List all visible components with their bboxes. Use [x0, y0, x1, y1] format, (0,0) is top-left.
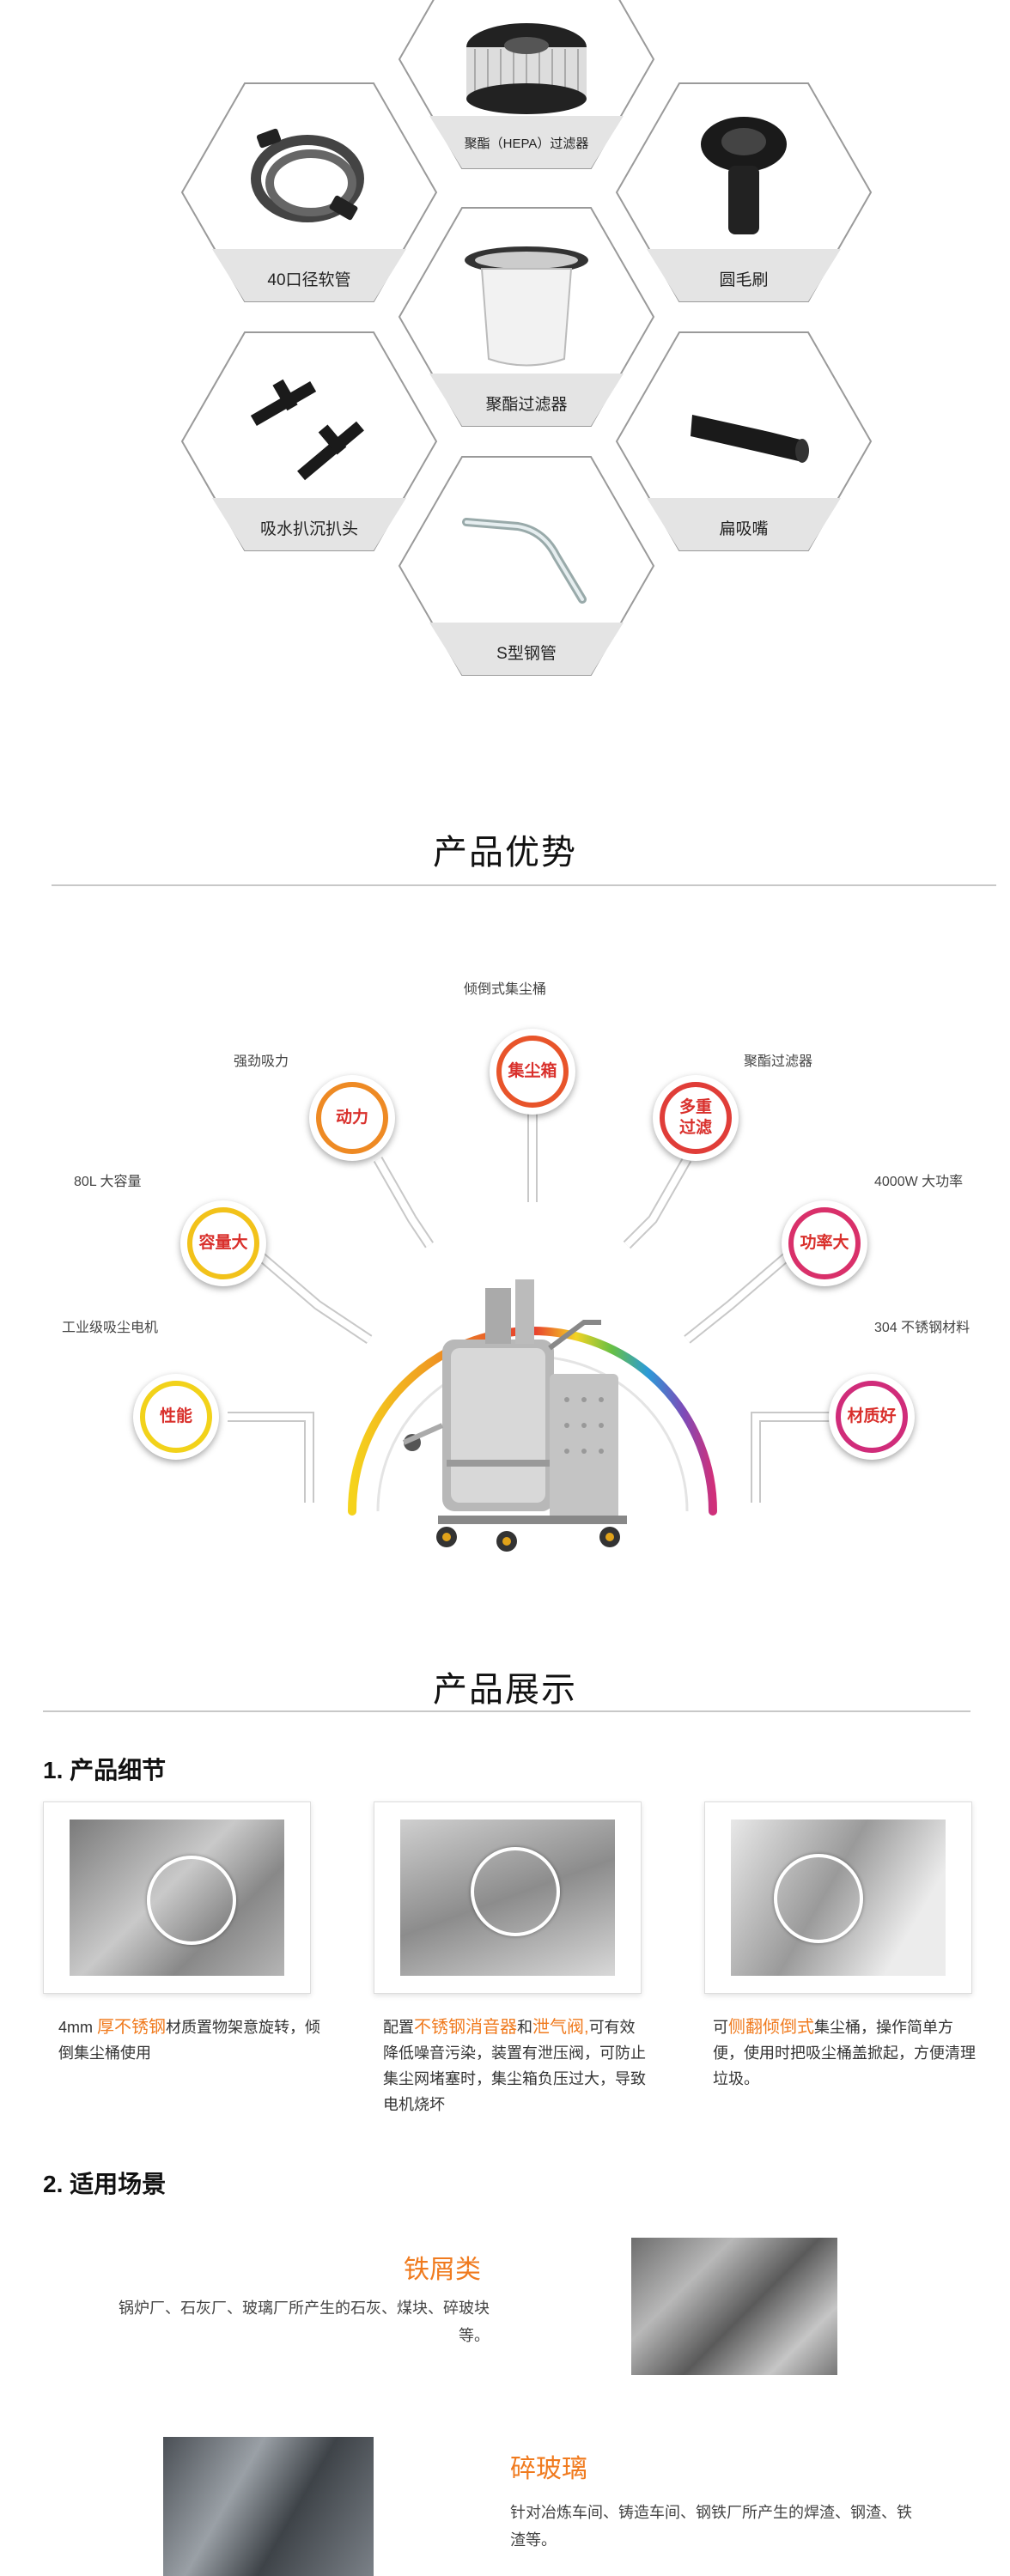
flat-nozzle-icon	[691, 415, 809, 463]
showcase-title: 产品展示	[433, 1671, 577, 1709]
accessory-grid: 聚酯（HEPA）过滤器 40口径软管 圆毛刷 聚酯过滤器	[0, 0, 1010, 704]
flat-nozzle-label: 扁吸嘴	[719, 520, 769, 538]
detail-card-rack	[43, 1801, 311, 1994]
scene-title-broken-glass: 碎玻璃	[510, 2455, 587, 2483]
feature-dust-bin: 集尘箱	[490, 1029, 575, 1115]
feature-power-suction: 动力	[309, 1075, 395, 1161]
scene-title-iron-chips: 铁屑类	[404, 2256, 481, 2284]
scene-photo-broken-glass	[163, 2437, 374, 2576]
scene-heading: 2. 适用场景	[43, 2171, 167, 2197]
advantages-title: 产品优势	[433, 834, 577, 872]
feature-caption-filter: 聚酯过滤器	[744, 1054, 813, 1069]
detail-heading: 1. 产品细节	[43, 1757, 167, 1783]
feature-performance: 性能	[133, 1374, 219, 1460]
feature-caption-motor: 工业级吸尘电机	[62, 1321, 159, 1335]
detail-desc-muffler: 配置不锈钢消音器和泄气阀,可有效降低噪音污染，装置有泄压阀，可防止集尘网堵塞时，…	[383, 2018, 646, 2113]
vacuum-cleaner-icon	[402, 1279, 627, 1552]
feature-caption-material: 304 不锈钢材料	[874, 1321, 970, 1335]
squeegee-label: 吸水扒沉扒头	[259, 520, 358, 538]
polyester-filter-icon	[465, 246, 588, 367]
feature-capacity: 容量大	[180, 1200, 266, 1286]
advantages-divider	[52, 884, 996, 886]
tilt-bin-photo	[731, 1820, 946, 1976]
accessory-squeegee: 吸水扒沉扒头	[180, 331, 438, 552]
accessory-flat-nozzle: 扁吸嘴	[615, 331, 873, 552]
scene-text-iron-chips: 锅炉厂、石灰厂、玻璃厂所产生的石灰、煤块、碎玻块等。	[119, 2300, 490, 2344]
rack-photo	[70, 1820, 284, 1976]
round-brush-label: 圆毛刷	[719, 271, 769, 289]
hepa-filter-icon	[466, 23, 587, 114]
s-pipe-label: S型钢管	[496, 645, 557, 663]
accessory-round-brush: 圆毛刷	[615, 82, 873, 303]
s-pipe-icon	[462, 518, 587, 604]
accessory-hose: 40口径软管	[180, 82, 438, 303]
accessory-hepa-filter: 聚酯（HEPA）过滤器	[398, 0, 655, 170]
round-brush-icon	[701, 117, 787, 234]
detail-desc-rack: 4mm 厚不锈钢材质置物架意旋转，倾倒集尘桶使用	[58, 2018, 320, 2062]
muffler-photo	[400, 1820, 615, 1976]
hepa-filter-label: 聚酯（HEPA）过滤器	[464, 137, 589, 151]
scene-photo-iron-chips	[631, 2238, 837, 2375]
polyester-filter-label: 聚酯过滤器	[485, 396, 568, 414]
feature-caption-dust-bin: 倾倒式集尘桶	[464, 982, 547, 997]
feature-caption-suction: 强劲吸力	[234, 1054, 289, 1069]
feature-caption-power: 4000W 大功率	[874, 1175, 964, 1189]
hose-icon	[251, 128, 364, 222]
detail-card-tilt-bin	[704, 1801, 972, 1994]
scene-text-broken-glass: 针对冶炼车间、铸造车间、钢铁厂所产生的焊渣、钢渣、铁渣等。	[510, 2504, 912, 2549]
detail-desc-tilt-bin: 可侧翻倾倒式集尘桶，操作简单方便，使用时把吸尘桶盖掀起，方便清理垃圾。	[713, 2018, 976, 2087]
advantages-diagram	[228, 1091, 837, 1552]
accessory-s-pipe: S型钢管	[398, 455, 655, 677]
squeegee-icon	[250, 379, 364, 481]
hose-label: 40口径软管	[267, 271, 351, 289]
feature-multi-filter: 多重 过滤	[653, 1075, 739, 1161]
detail-card-muffler	[374, 1801, 642, 1994]
accessory-polyester-filter: 聚酯过滤器	[398, 206, 655, 428]
feature-material: 材质好	[829, 1374, 915, 1460]
showcase-divider	[43, 1710, 970, 1712]
feature-caption-capacity: 80L 大容量	[74, 1175, 142, 1189]
feature-high-power: 功率大	[782, 1200, 867, 1286]
